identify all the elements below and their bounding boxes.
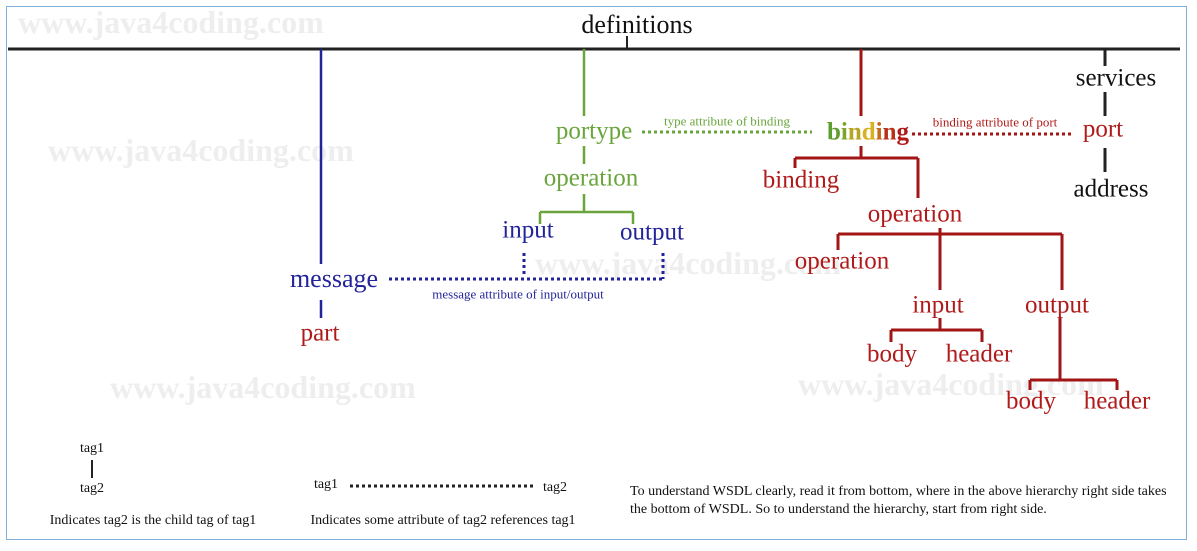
- portype-branch-lines: [538, 49, 635, 224]
- legend-child-tag1: tag1: [79, 441, 105, 456]
- binding-input-label: input: [912, 291, 964, 319]
- legend-reference-tag1: tag1: [313, 477, 339, 492]
- input-body-label: body: [867, 340, 917, 368]
- output-body-label: body: [1006, 387, 1056, 415]
- portype-output-label: output: [620, 218, 684, 246]
- services-label: services: [1075, 64, 1157, 92]
- watermark: www.java4coding.com: [18, 4, 324, 40]
- definitions-label: definitions: [581, 10, 693, 39]
- portype-input-label: input: [502, 216, 554, 244]
- message-label: message: [289, 264, 379, 293]
- watermark: www.java4coding.com: [110, 369, 416, 405]
- binding-operation-child-label: operation: [794, 247, 890, 275]
- diagram-frame: [6, 6, 1187, 540]
- binding-operation-label: operation: [867, 200, 963, 228]
- port-label: port: [1082, 115, 1124, 143]
- type-attribute-annotation: type attribute of binding: [663, 113, 791, 129]
- output-header-label: header: [1083, 387, 1151, 415]
- legend-reference-tag2: tag2: [542, 480, 568, 495]
- reading-note: To understand WSDL clearly, read it from…: [630, 484, 1167, 517]
- portype-label: portype: [555, 117, 633, 145]
- legend-reference-caption: Indicates some attribute of tag2 referen…: [310, 513, 576, 528]
- legend-child-tag2: tag2: [79, 481, 105, 496]
- legend-child-caption: Indicates tag2 is the child tag of tag1: [49, 513, 257, 528]
- binding-output-label: output: [1025, 291, 1089, 319]
- watermark: www.java4coding.com: [48, 132, 354, 168]
- message-reference-dotted-lines: [389, 253, 665, 281]
- message-attribute-annotation: message attribute of input/output: [432, 286, 604, 302]
- watermark: www.java4coding.com: [798, 366, 1104, 402]
- binding-attribute-annotation: binding attribute of port: [932, 114, 1058, 130]
- binding-label: binding: [762, 166, 840, 194]
- binding-branch-lines: [793, 49, 1119, 390]
- binding-title-label: binding: [826, 118, 910, 146]
- address-label: address: [1073, 175, 1149, 203]
- input-header-label: header: [945, 340, 1013, 368]
- portype-operation-label: operation: [543, 164, 639, 192]
- watermark: www.java4coding.com: [535, 245, 841, 281]
- part-label: part: [300, 319, 340, 347]
